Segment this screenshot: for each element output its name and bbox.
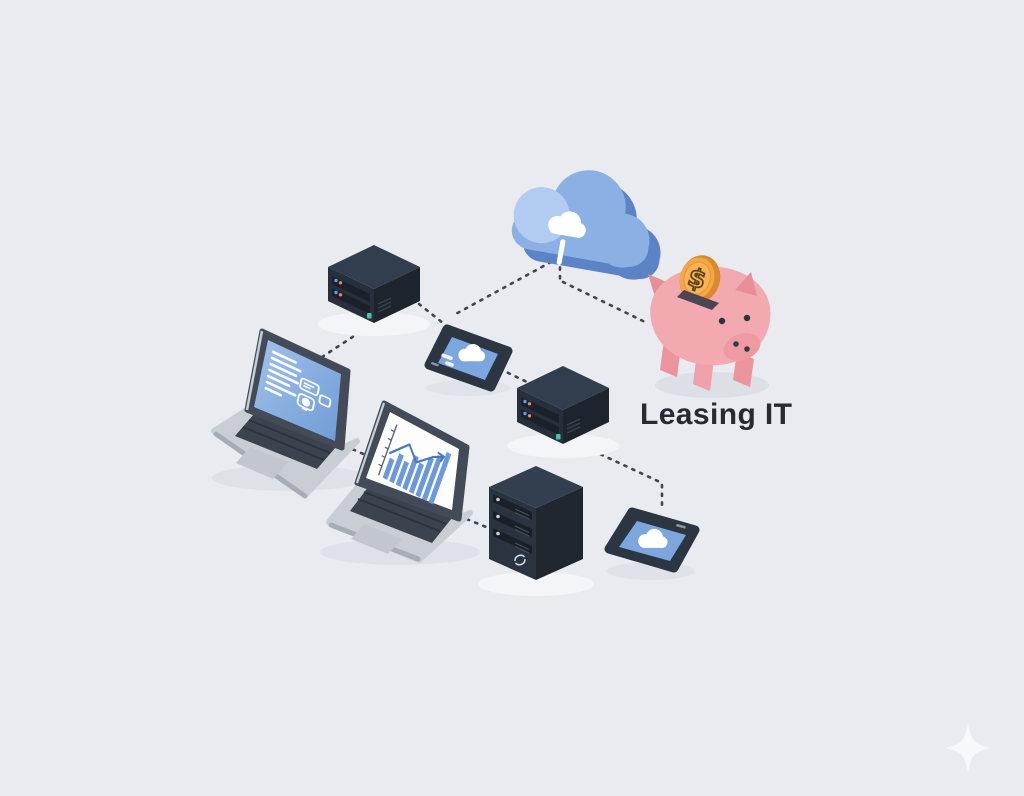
server-tower xyxy=(478,466,594,596)
tablet-cloud xyxy=(424,324,513,396)
diagram-title: Leasing IT xyxy=(640,398,793,431)
coin-slot xyxy=(677,290,719,310)
rack-server-top xyxy=(327,244,421,324)
servertop-glow xyxy=(318,312,430,336)
connector-cloud-tablet xyxy=(450,260,553,318)
connector-servertop-tablet xyxy=(417,302,450,329)
phone-cloud xyxy=(604,507,700,580)
piggy-shadow xyxy=(655,372,769,398)
sync-icon xyxy=(514,554,526,566)
bar-chart-icon xyxy=(378,424,452,505)
piggy-snout xyxy=(723,333,761,361)
servermid-glow xyxy=(507,434,619,458)
sparkle-icon xyxy=(944,723,992,772)
cloud xyxy=(511,170,661,280)
laptopchart-bezel-edge xyxy=(355,402,386,484)
piggy-eye-left xyxy=(718,317,726,325)
tower-bays xyxy=(493,494,532,554)
laptopdocs-keyrows xyxy=(242,419,331,461)
tablet-button xyxy=(431,362,439,367)
cloud-download-icon xyxy=(546,207,589,265)
laptop-chart xyxy=(320,400,480,565)
laptopdocs-trackpad xyxy=(236,447,288,479)
badge-icon xyxy=(318,394,332,408)
trend-line-icon xyxy=(388,443,445,464)
webcam-icon xyxy=(296,393,316,412)
laptopchart-keyboard xyxy=(350,486,452,543)
laptopdocs-screen-content xyxy=(264,350,332,412)
tablet-ui-lines xyxy=(441,353,454,367)
coin: $ xyxy=(679,255,721,303)
connector-servermid-phone xyxy=(583,445,664,511)
laptop-documents xyxy=(211,328,368,499)
document-lines-icon xyxy=(264,350,302,397)
piggy-ear-right xyxy=(735,272,757,296)
connector-cloud-piggy xyxy=(561,280,647,324)
piggy-bank: $ xyxy=(648,255,771,398)
card-icon xyxy=(299,377,320,397)
laptopchart-trackpad xyxy=(351,524,402,554)
piggy-eye-right xyxy=(743,314,751,322)
laptopdocs-bezel-edge xyxy=(245,330,264,411)
phone-speaker xyxy=(676,523,686,529)
laptopchart-keyrows xyxy=(357,491,447,532)
connector-tablet-servermid xyxy=(498,367,531,385)
rack-server-middle xyxy=(516,365,610,445)
tower-glow xyxy=(478,572,594,596)
